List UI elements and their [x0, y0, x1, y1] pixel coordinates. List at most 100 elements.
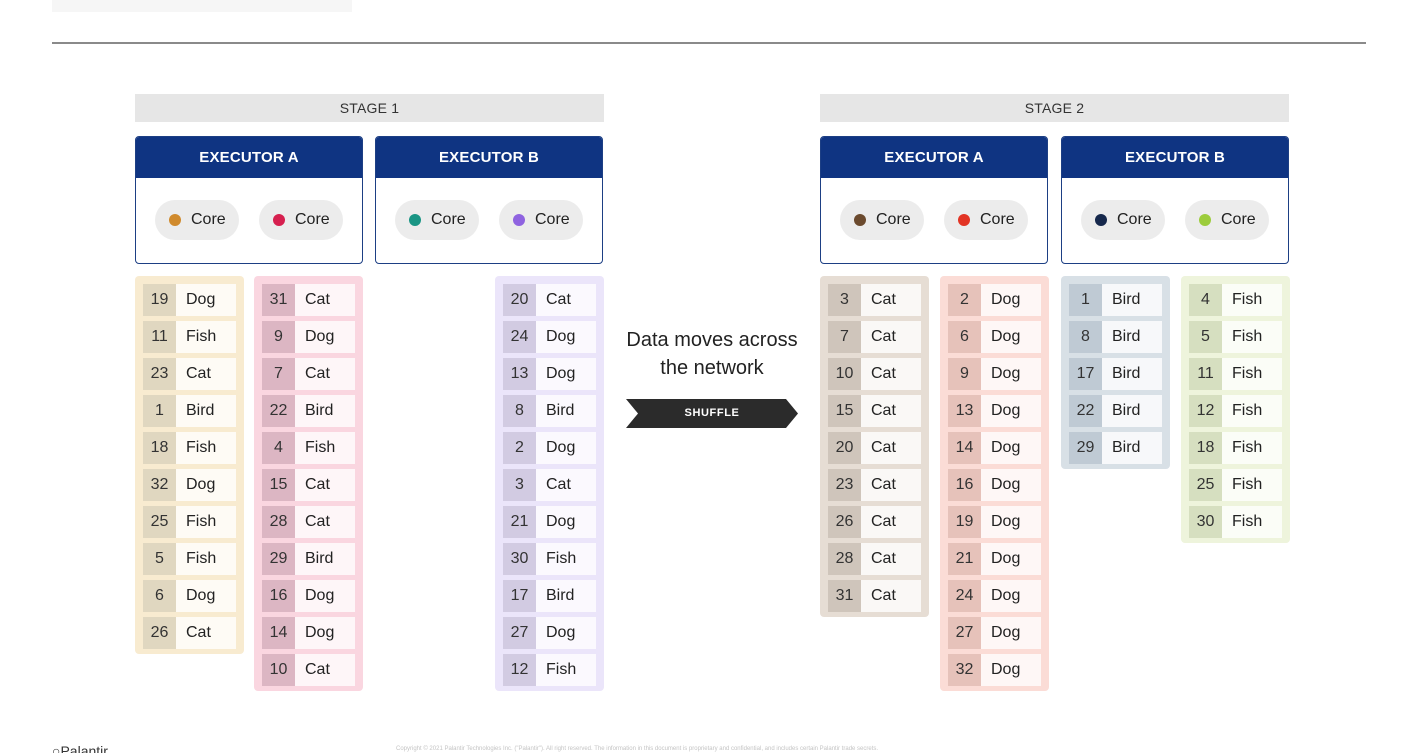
- row-id: 1: [1069, 284, 1102, 316]
- row-animal: Dog: [981, 580, 1041, 612]
- row-animal: Fish: [1222, 358, 1282, 390]
- row-animal: Dog: [176, 284, 236, 316]
- core-label: Core: [1117, 211, 1152, 228]
- stage-1-executor-b: EXECUTOR B Core Core: [375, 136, 603, 264]
- row-animal: Dog: [981, 469, 1041, 501]
- row-animal: Bird: [1102, 358, 1162, 390]
- executor-title: EXECUTOR B: [376, 137, 602, 178]
- row-animal: Bird: [536, 395, 596, 427]
- executor-title: EXECUTOR A: [821, 137, 1047, 178]
- row-id: 13: [503, 358, 536, 390]
- core-chip: Core: [944, 200, 1028, 240]
- row-id: 23: [143, 358, 176, 390]
- row-id: 1: [143, 395, 176, 427]
- row-id: 25: [1189, 469, 1222, 501]
- row-id: 13: [948, 395, 981, 427]
- row-animal: Fish: [176, 432, 236, 464]
- core-label: Core: [431, 211, 466, 228]
- row-id: 22: [262, 395, 295, 427]
- row-id: 14: [262, 617, 295, 649]
- core-label: Core: [295, 211, 330, 228]
- row-id: 22: [1069, 395, 1102, 427]
- shuffle-caption-line-2: the network: [660, 357, 764, 379]
- row-animal: Dog: [295, 580, 355, 612]
- row-animal: Fish: [1222, 432, 1282, 464]
- row-animal: Cat: [861, 469, 921, 501]
- stage-2-executor-b: EXECUTOR B Core Core: [1061, 136, 1289, 264]
- row-id: 7: [828, 321, 861, 353]
- core-dot-icon: [958, 214, 970, 226]
- row-animal: Cat: [295, 358, 355, 390]
- core-chip: Core: [259, 200, 343, 240]
- row-animal: Dog: [981, 506, 1041, 538]
- row-id: 15: [262, 469, 295, 501]
- core-dot-icon: [169, 214, 181, 226]
- row-animal: Fish: [536, 654, 596, 686]
- executor-title: EXECUTOR B: [1062, 137, 1288, 178]
- shuffle-caption-line-1: Data moves across: [626, 329, 798, 351]
- row-animal: Bird: [1102, 395, 1162, 427]
- row-animal: Dog: [981, 358, 1041, 390]
- row-animal: Dog: [536, 432, 596, 464]
- core-label: Core: [191, 211, 226, 228]
- row-id: 28: [828, 543, 861, 575]
- row-animal: Fish: [176, 543, 236, 575]
- row-id: 25: [143, 506, 176, 538]
- row-id: 26: [143, 617, 176, 649]
- row-id: 3: [828, 284, 861, 316]
- row-animal: Cat: [295, 654, 355, 686]
- row-id: 7: [262, 358, 295, 390]
- row-animal: Fish: [1222, 284, 1282, 316]
- row-animal: Dog: [536, 358, 596, 390]
- core-chip: Core: [395, 200, 479, 240]
- row-animal: Cat: [861, 321, 921, 353]
- row-id: 21: [948, 543, 981, 575]
- row-id: 16: [948, 469, 981, 501]
- shuffle-arrow-icon: [626, 399, 798, 428]
- palantir-logo: ○Palantir: [52, 743, 108, 753]
- row-id: 5: [143, 543, 176, 575]
- row-id: 29: [262, 543, 295, 575]
- row-animal: Bird: [536, 580, 596, 612]
- core-dot-icon: [1095, 214, 1107, 226]
- row-id: 3: [503, 469, 536, 501]
- row-id: 20: [503, 284, 536, 316]
- palantir-logo-icon: ○: [52, 743, 61, 753]
- row-id: 17: [503, 580, 536, 612]
- row-id: 24: [503, 321, 536, 353]
- core-chip: Core: [155, 200, 239, 240]
- row-id: 9: [262, 321, 295, 353]
- row-id: 2: [503, 432, 536, 464]
- stage-1-header: STAGE 1: [135, 94, 604, 122]
- row-animal: Fish: [295, 432, 355, 464]
- row-id: 8: [1069, 321, 1102, 353]
- row-id: 5: [1189, 321, 1222, 353]
- row-id: 30: [1189, 506, 1222, 538]
